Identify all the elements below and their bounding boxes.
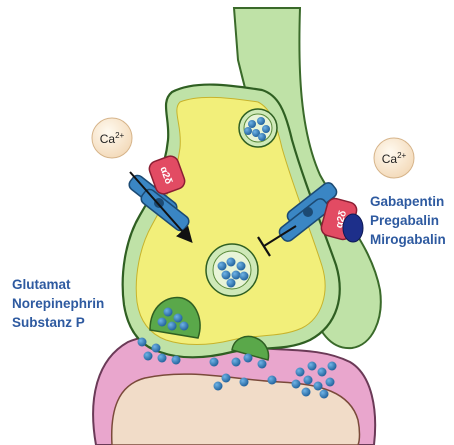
drug-label: Mirogabalin xyxy=(370,232,446,247)
gabapentinoid-ligand xyxy=(343,214,363,242)
neurotransmitter-label: Glutamat xyxy=(12,277,71,292)
drug-list: Gabapentin Pregabalin Mirogabalin xyxy=(370,194,446,247)
calcium-ion-right: Ca2+ xyxy=(374,138,414,178)
neurotransmitter-list: Glutamat Norepinephrin Substanz P xyxy=(12,277,104,330)
neurotransmitter-label: Norepinephrin xyxy=(12,296,104,311)
ion-right-sup: 2+ xyxy=(397,151,406,160)
ion-left-base: Ca xyxy=(100,132,116,146)
vesicle-center xyxy=(206,244,258,296)
ion-left-sup: 2+ xyxy=(115,131,124,140)
drug-label: Gabapentin xyxy=(370,194,444,209)
ion-right-base: Ca xyxy=(382,152,398,166)
drug-label: Pregabalin xyxy=(370,213,439,228)
neurotransmitter-label: Substanz P xyxy=(12,315,85,330)
vesicle-top xyxy=(239,109,277,147)
calcium-ion-left: Ca2+ xyxy=(92,118,132,158)
